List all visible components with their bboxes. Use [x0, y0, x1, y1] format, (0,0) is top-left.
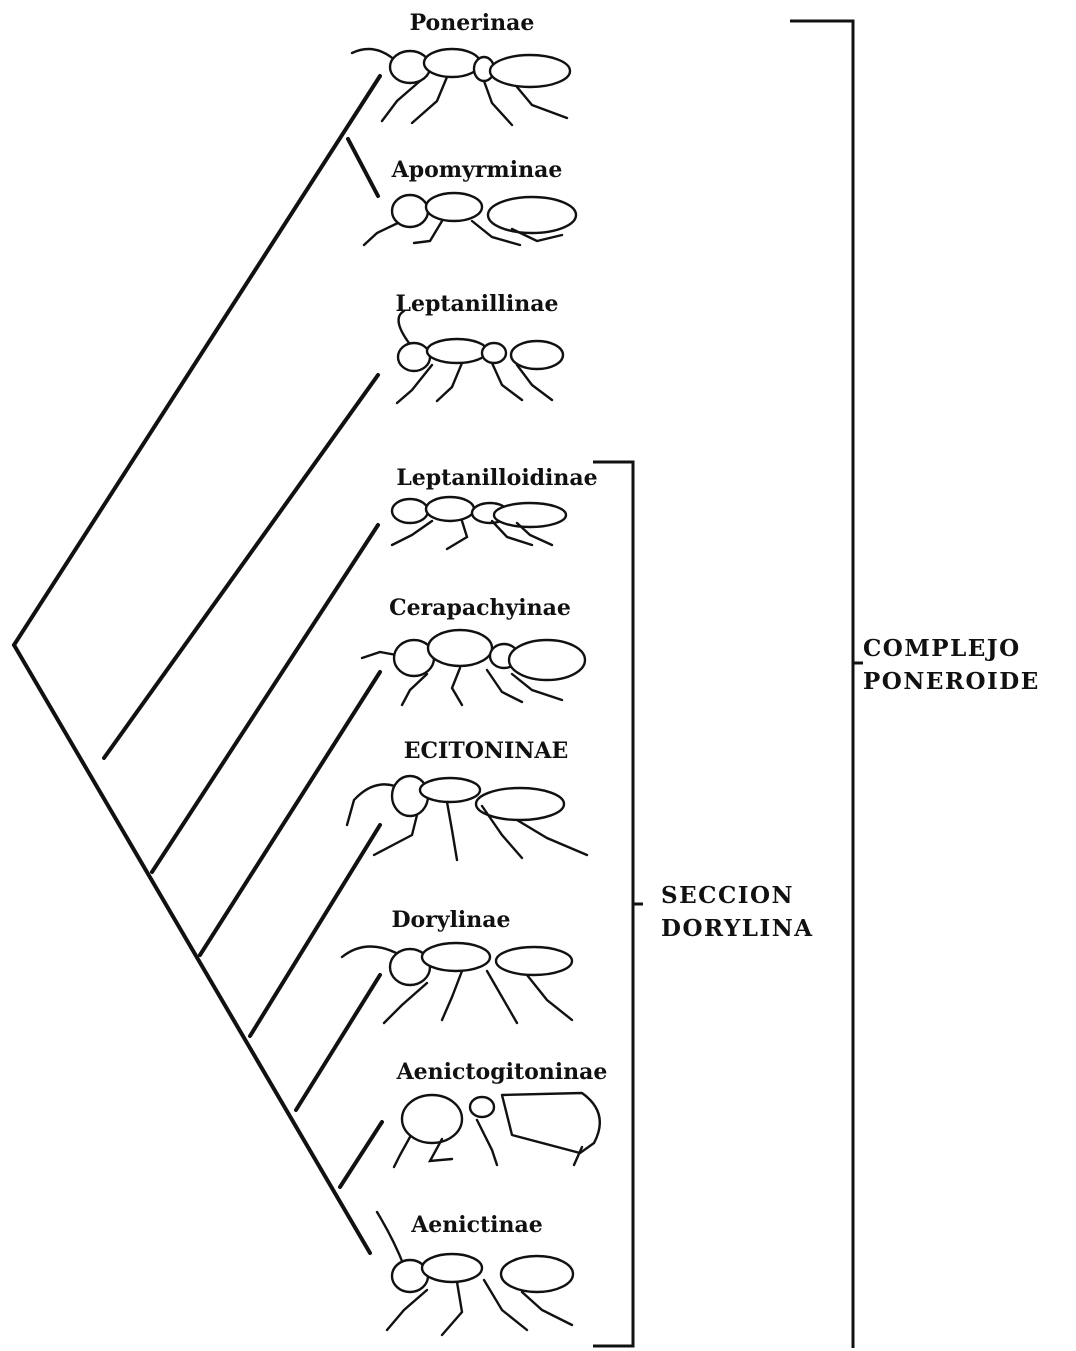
seccion-label-line1: SECCION — [661, 882, 794, 909]
complejo-bracket-line — [790, 21, 853, 1348]
tree-branches — [14, 76, 382, 1253]
branch-trunk-upper — [14, 76, 380, 645]
ant-drawing-apomyrminae — [364, 193, 576, 245]
seccion-dorylina-bracket: SECCION DORYLINA — [593, 462, 814, 1346]
taxon-label-leptanillinae: Leptanillinae — [396, 291, 559, 317]
taxon-label-ponerinae: Ponerinae — [410, 10, 535, 36]
ant-drawing-aenictogitoninae — [394, 1093, 600, 1167]
taxon-label-ecitoninae: ECITONINAE — [404, 738, 568, 764]
branch-aenictogitoninae — [340, 1122, 382, 1187]
branch-apomyrminae — [348, 139, 378, 196]
branch-trunk-lower — [14, 645, 370, 1253]
taxon-label-cerapachyinae: Cerapachyinae — [389, 595, 571, 621]
ant-drawing-cerapachyinae — [362, 630, 585, 705]
ant-illustrations — [342, 49, 600, 1335]
seccion-bracket-line — [593, 462, 633, 1346]
complejo-poneroide-bracket: COMPLEJO PONEROIDE — [790, 21, 1040, 1348]
seccion-label-line2: DORYLINA — [661, 915, 814, 942]
complejo-label-line2: PONEROIDE — [863, 668, 1040, 695]
taxon-label-aenictogitoninae: Aenictogitoninae — [396, 1059, 608, 1085]
taxon-label-aenictinae: Aenictinae — [410, 1212, 543, 1238]
complejo-label-line1: COMPLEJO — [863, 635, 1021, 662]
branch-dorylinae — [296, 975, 380, 1110]
taxon-labels: Ponerinae Apomyrminae Leptanillinae Lept… — [389, 10, 607, 1238]
branch-cerapachyinae — [200, 672, 380, 955]
taxon-label-dorylinae: Dorylinae — [391, 907, 510, 933]
taxon-label-apomyrminae: Apomyrminae — [391, 157, 563, 183]
ant-drawing-leptanillinae — [397, 311, 563, 403]
ant-drawing-ponerinae — [352, 49, 570, 125]
branch-leptanilloidinae — [152, 525, 378, 872]
branch-leptanillinae — [104, 375, 378, 758]
ant-drawing-ecitoninae — [347, 776, 587, 860]
taxon-label-leptanilloidinae: Leptanilloidinae — [396, 465, 597, 491]
ant-drawing-leptanilloidinae — [392, 497, 566, 549]
